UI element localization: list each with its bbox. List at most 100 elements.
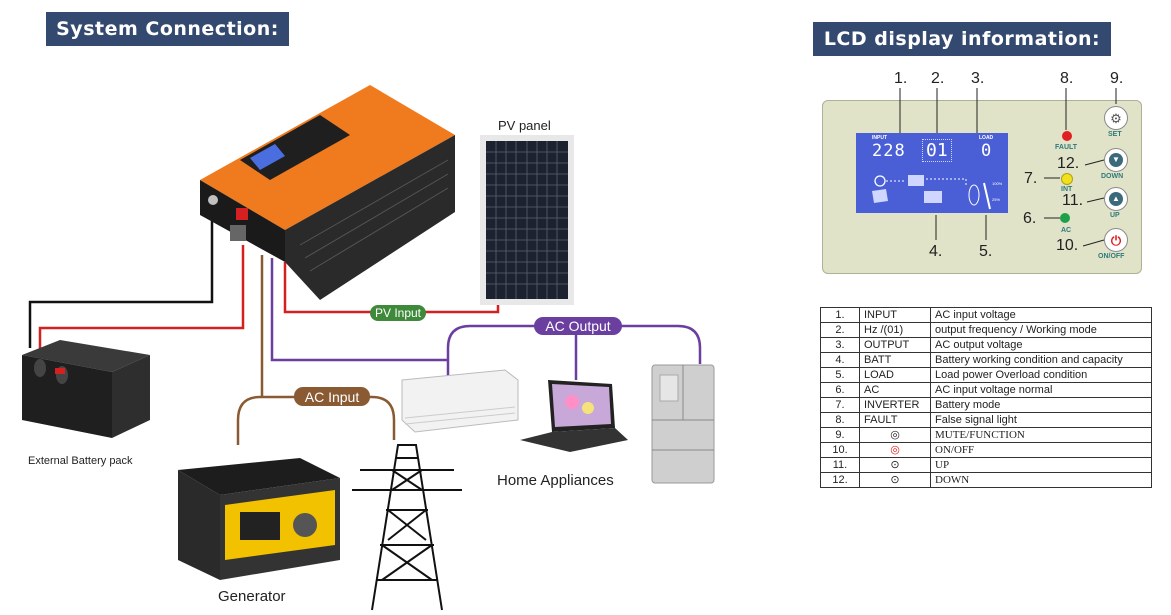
row-description: ON/OFF — [930, 442, 1152, 458]
row-key: OUTPUT — [859, 337, 931, 353]
row-number: 5. — [820, 367, 860, 383]
pv-panel-label: PV panel — [498, 118, 551, 133]
ac-led-icon — [1060, 213, 1070, 223]
pv-panel-graphic — [480, 135, 574, 305]
lcd-input-value: 228 — [872, 141, 906, 161]
row-key: ⊙ — [859, 472, 931, 488]
callout-4: 4. — [929, 243, 943, 260]
row-description: False signal light — [930, 412, 1152, 428]
refrigerator-graphic — [651, 364, 715, 484]
lcd-display-title: LCD display information: — [813, 22, 1111, 56]
power-icon: ⏻ — [1110, 232, 1122, 248]
fault-led-icon — [1062, 131, 1072, 141]
set-button[interactable]: ⚙ — [1104, 106, 1128, 130]
callout-9: 9. — [1110, 70, 1124, 87]
int-led-icon — [1061, 173, 1073, 185]
row-key: Hz /(01) — [859, 322, 931, 338]
row-key: ◎ — [859, 442, 931, 458]
callout-1: 1. — [894, 70, 908, 87]
row-key: INVERTER — [859, 397, 931, 413]
table-row: 11.⊙UP — [820, 457, 1152, 473]
chevron-up-icon: ▲ — [1109, 192, 1123, 206]
battery-pack-label: External Battery pack — [28, 455, 133, 467]
air-conditioner-graphic — [401, 369, 519, 433]
table-row: 10.◎ON/OFF — [820, 442, 1152, 458]
ac-output-badge: AC Output — [534, 317, 622, 335]
power-button[interactable]: ⏻ — [1104, 228, 1128, 252]
fault-label: FAULT — [1055, 144, 1078, 151]
pv-input-badge: PV Input — [370, 305, 426, 321]
system-connection-title: System Connection: — [46, 12, 289, 46]
inverter-unit — [200, 85, 455, 300]
down-button-label: DOWN — [1101, 173, 1124, 180]
callout-2: 2. — [931, 70, 945, 87]
lcd-pct-100: 100% — [992, 181, 1003, 186]
onoff-button-label: ON/OFF — [1098, 253, 1125, 260]
row-number: 10. — [820, 442, 860, 458]
up-button-label: UP — [1110, 212, 1120, 219]
row-number: 6. — [820, 382, 860, 398]
row-number: 11. — [820, 457, 860, 473]
table-row: 9.◎MUTE/FUNCTION — [820, 427, 1152, 443]
generator-graphic — [178, 458, 340, 580]
lcd-screen: INPUT 228 01 LOAD 0 100% 25% — [856, 133, 1008, 213]
ac-label: AC — [1061, 227, 1072, 234]
down-button[interactable]: ▼ — [1104, 148, 1128, 172]
row-description: Load power Overload condition — [930, 367, 1152, 383]
system-connection-diagram — [22, 85, 715, 611]
power-tower-graphic — [352, 444, 462, 611]
laptop-graphic — [520, 380, 628, 452]
row-key: ◎ — [859, 427, 931, 443]
callout-8: 8. — [1060, 70, 1074, 87]
row-key: INPUT — [859, 307, 931, 323]
int-label: INT — [1061, 186, 1073, 193]
callout-7: 7. — [1024, 170, 1038, 187]
callout-11: 11. — [1062, 192, 1084, 209]
row-key: BATT — [859, 352, 931, 368]
row-number: 7. — [820, 397, 860, 413]
table-row: 2.Hz /(01)output frequency / Working mod… — [820, 322, 1152, 338]
generator-label: Generator — [218, 588, 286, 605]
lcd-load-value: 0 — [981, 141, 992, 161]
callout-5: 5. — [979, 243, 993, 260]
up-button[interactable]: ▲ — [1104, 187, 1128, 211]
row-description: AC input voltage — [930, 307, 1152, 323]
row-number: 2. — [820, 322, 860, 338]
row-description: Battery mode — [930, 397, 1152, 413]
callout-12: 12. — [1057, 155, 1080, 172]
row-description: Battery working condition and capacity — [930, 352, 1152, 368]
row-number: 3. — [820, 337, 860, 353]
row-description: DOWN — [930, 472, 1152, 488]
row-description: MUTE/FUNCTION — [930, 427, 1152, 443]
row-number: 4. — [820, 352, 860, 368]
row-key: FAULT — [859, 412, 931, 428]
row-key: AC — [859, 382, 931, 398]
callout-3: 3. — [971, 70, 985, 87]
callout-6: 6. — [1023, 210, 1037, 227]
home-appliances-label: Home Appliances — [497, 472, 614, 489]
row-number: 8. — [820, 412, 860, 428]
chevron-down-icon: ▼ — [1109, 153, 1123, 167]
ac-output-wire — [270, 258, 448, 362]
row-number: 1. — [820, 307, 860, 323]
battery-pack-graphic — [22, 340, 150, 438]
ac-input-badge: AC Input — [294, 387, 370, 406]
row-description: output frequency / Working mode — [930, 322, 1152, 338]
row-key: LOAD — [859, 367, 931, 383]
battery-wire-black — [28, 200, 214, 348]
row-description: AC output voltage — [930, 337, 1152, 353]
callout-10: 10. — [1056, 237, 1079, 254]
lcd-mode-value: 01 — [922, 139, 952, 162]
lcd-input-label: INPUT — [872, 135, 887, 141]
row-description: UP — [930, 457, 1152, 473]
row-number: 12. — [820, 472, 860, 488]
set-button-label: SET — [1108, 131, 1122, 138]
